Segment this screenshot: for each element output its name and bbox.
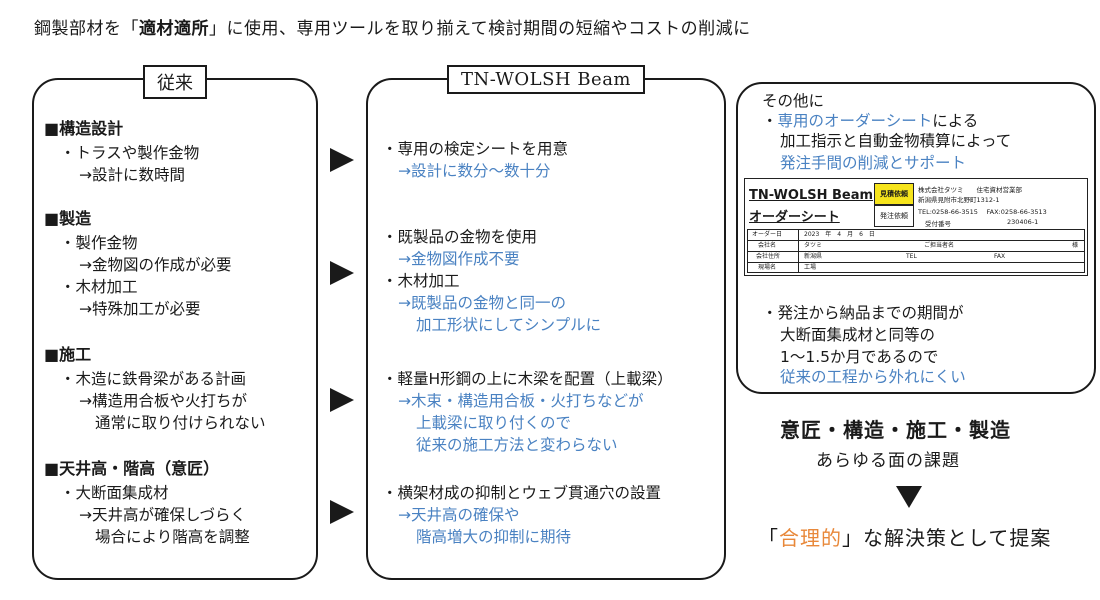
sheet-tel: TEL:0258-66-3515 FAX:0258-66-3513: [918, 208, 1047, 216]
sheet-cell: FAX: [994, 253, 1006, 260]
sheet-grid: オーダー日 2023 年 4 月 6 日 会社名 タツミ ご担当者名 様 会社住…: [747, 229, 1085, 273]
ceiling-line-2: →天井高が確保しづらく: [79, 506, 247, 524]
sheet-receipt-no: 230406-1: [1007, 218, 1039, 226]
mid-item-5-blue-1: →天井高の確保や: [398, 506, 520, 524]
headline: 鋼製部材を「適材適所」に使用、専用ツールを取り揃えて検討期間の短縮やコストの削減…: [34, 14, 751, 39]
order-sheet-image: TN-WOLSH Beam オーダーシート 見積依頼 発注依頼 株式会社タツミ …: [744, 178, 1088, 276]
arrow-right-icon: [330, 261, 354, 285]
other-line-3: 発注手間の削減とサポート: [780, 154, 967, 172]
mid-item-3-line: ・木材加工: [382, 272, 460, 290]
sheet-row: 会社名 タツミ ご担当者名 様: [748, 241, 1084, 252]
other-bullet-2-blue: 従来の工程から外れにくい: [780, 368, 966, 386]
arrow-down-icon: [896, 486, 922, 508]
proposal-highlight: 合理的: [779, 526, 842, 550]
section-heading-structure: ■構造設計: [44, 119, 124, 138]
mid-item-4-line: ・軽量H形鋼の上に木梁を配置（上載梁）: [382, 370, 673, 388]
ceiling-line-3: 場合により階高を調整: [95, 528, 250, 546]
section-heading-ceiling: ■天井高・階高（意匠）: [44, 459, 220, 478]
proposal-post: 」な解決策として提案: [842, 526, 1052, 550]
bullet-dot: ・: [762, 112, 778, 130]
conventional-title: 従来: [143, 65, 207, 99]
other-bullet-2-line-3: 1～1.5か月であるので: [780, 348, 939, 366]
arrow-right-icon: [330, 148, 354, 172]
conclusion-proposal: 「合理的」な解決策として提案: [758, 522, 1051, 551]
mid-item-4-blue-2: 上載梁に取り付くので: [416, 414, 572, 432]
bullet-1-post: による: [932, 112, 979, 130]
mid-item-4-blue-1: →木束・構造用合板・火打ちなどが: [398, 392, 644, 410]
mid-item-4-blue-3: 従来の施工方法と変わらない: [416, 436, 618, 454]
other-intro: その他に: [762, 92, 825, 110]
arrow-right-icon: [330, 500, 354, 524]
sheet-cell: オーダー日: [752, 231, 783, 238]
conventional-box: 従来: [32, 65, 318, 580]
sheet-cell: 現場名: [758, 264, 777, 271]
manufacture-line-4: →特殊加工が必要: [79, 300, 201, 318]
sheet-cell: 工場: [804, 264, 817, 271]
sheet-row: 会社住所 新潟県 TEL FAX: [748, 252, 1084, 263]
other-bullet-2-line-2: 大断面集成材と同等の: [780, 326, 936, 344]
mid-item-1-line: ・専用の検定シートを用意: [382, 140, 569, 158]
sheet-quote-label: 見積依頼: [874, 183, 914, 205]
sheet-divider: [798, 230, 799, 272]
headline-pre: 鋼製部材を「: [34, 19, 139, 39]
sheet-title-1: TN-WOLSH Beam: [749, 188, 874, 203]
mid-item-2-line: ・既製品の金物を使用: [382, 228, 538, 246]
sheet-cell: TEL: [906, 253, 917, 260]
sheet-cell: 様: [1072, 242, 1079, 249]
sheet-row: オーダー日 2023 年 4 月 6 日: [748, 230, 1084, 241]
sheet-cell: タツミ: [804, 242, 823, 249]
ceiling-line-1: ・大断面集成材: [60, 484, 169, 502]
tn-wolsh-title: TN-WOLSH Beam: [447, 65, 645, 94]
arrow-right-icon: [330, 388, 354, 412]
sheet-receipt-label: 受付番号: [925, 220, 951, 228]
sheet-cell: 2023 年 4 月 6 日: [804, 231, 875, 238]
sheet-title-2: オーダーシート: [749, 210, 840, 225]
sheet-cell: ご担当者名: [924, 242, 955, 249]
construction-line-3: 通常に取り付けられない: [95, 414, 266, 432]
sheet-order-label: 発注依頼: [874, 205, 914, 227]
other-bullet-2-line-1: ・発注から納品までの期間が: [762, 304, 964, 322]
manufacture-line-2: →金物図の作成が必要: [79, 256, 232, 274]
mid-item-5-line: ・横架材成の抑制とウェブ貫通穴の設置: [382, 484, 662, 502]
section-heading-construction: ■施工: [44, 345, 92, 364]
sheet-company: 株式会社タツミ 住宅資材営業部: [918, 186, 1022, 194]
mid-item-5-blue-2: 階高増大の抑制に期待: [416, 528, 572, 546]
structure-line-2: →設計に数時間: [79, 166, 185, 184]
construction-line-2: →構造用合板や火打ちが: [79, 392, 247, 410]
order-sheet-highlight: 専用のオーダーシート: [777, 112, 933, 130]
headline-post: 」に使用、専用ツールを取り揃えて検討期間の短縮やコストの削減に: [209, 19, 751, 39]
mid-item-3-blue-2: 加工形状にしてシンプルに: [416, 316, 602, 334]
sheet-cell: 新潟県: [804, 253, 823, 260]
other-box: [736, 82, 1096, 394]
headline-bold: 適材適所: [139, 19, 209, 39]
sheet-row: 現場名 工場: [748, 263, 1084, 274]
tn-wolsh-box: TN-WOLSH Beam: [366, 65, 726, 580]
mid-item-2-blue: →金物図作成不要: [398, 250, 520, 268]
mid-item-3-blue-1: →既製品の金物と同一の: [398, 294, 566, 312]
structure-line-1: ・トラスや製作金物: [60, 144, 200, 162]
other-line-2: 加工指示と自動金物積算によって: [780, 132, 1012, 150]
manufacture-line-1: ・製作金物: [60, 234, 138, 252]
section-heading-manufacture: ■製造: [44, 209, 92, 228]
construction-line-1: ・木造に鉄骨梁がある計画: [60, 370, 247, 388]
manufacture-line-3: ・木材加工: [60, 278, 138, 296]
proposal-pre: 「: [758, 526, 779, 550]
sheet-address: 新潟県見附市北野町1312-1: [918, 196, 1000, 204]
mid-item-1-blue: →設計に数分～数十分: [398, 162, 551, 180]
sheet-cell: 会社住所: [756, 253, 781, 260]
conclusion-heading: 意匠・構造・施工・製造: [780, 418, 1011, 442]
conclusion-sub: あらゆる面の課題: [816, 451, 960, 471]
other-bullet-1: ・専用のオーダーシートによる: [762, 110, 978, 132]
sheet-cell: 会社名: [758, 242, 777, 249]
